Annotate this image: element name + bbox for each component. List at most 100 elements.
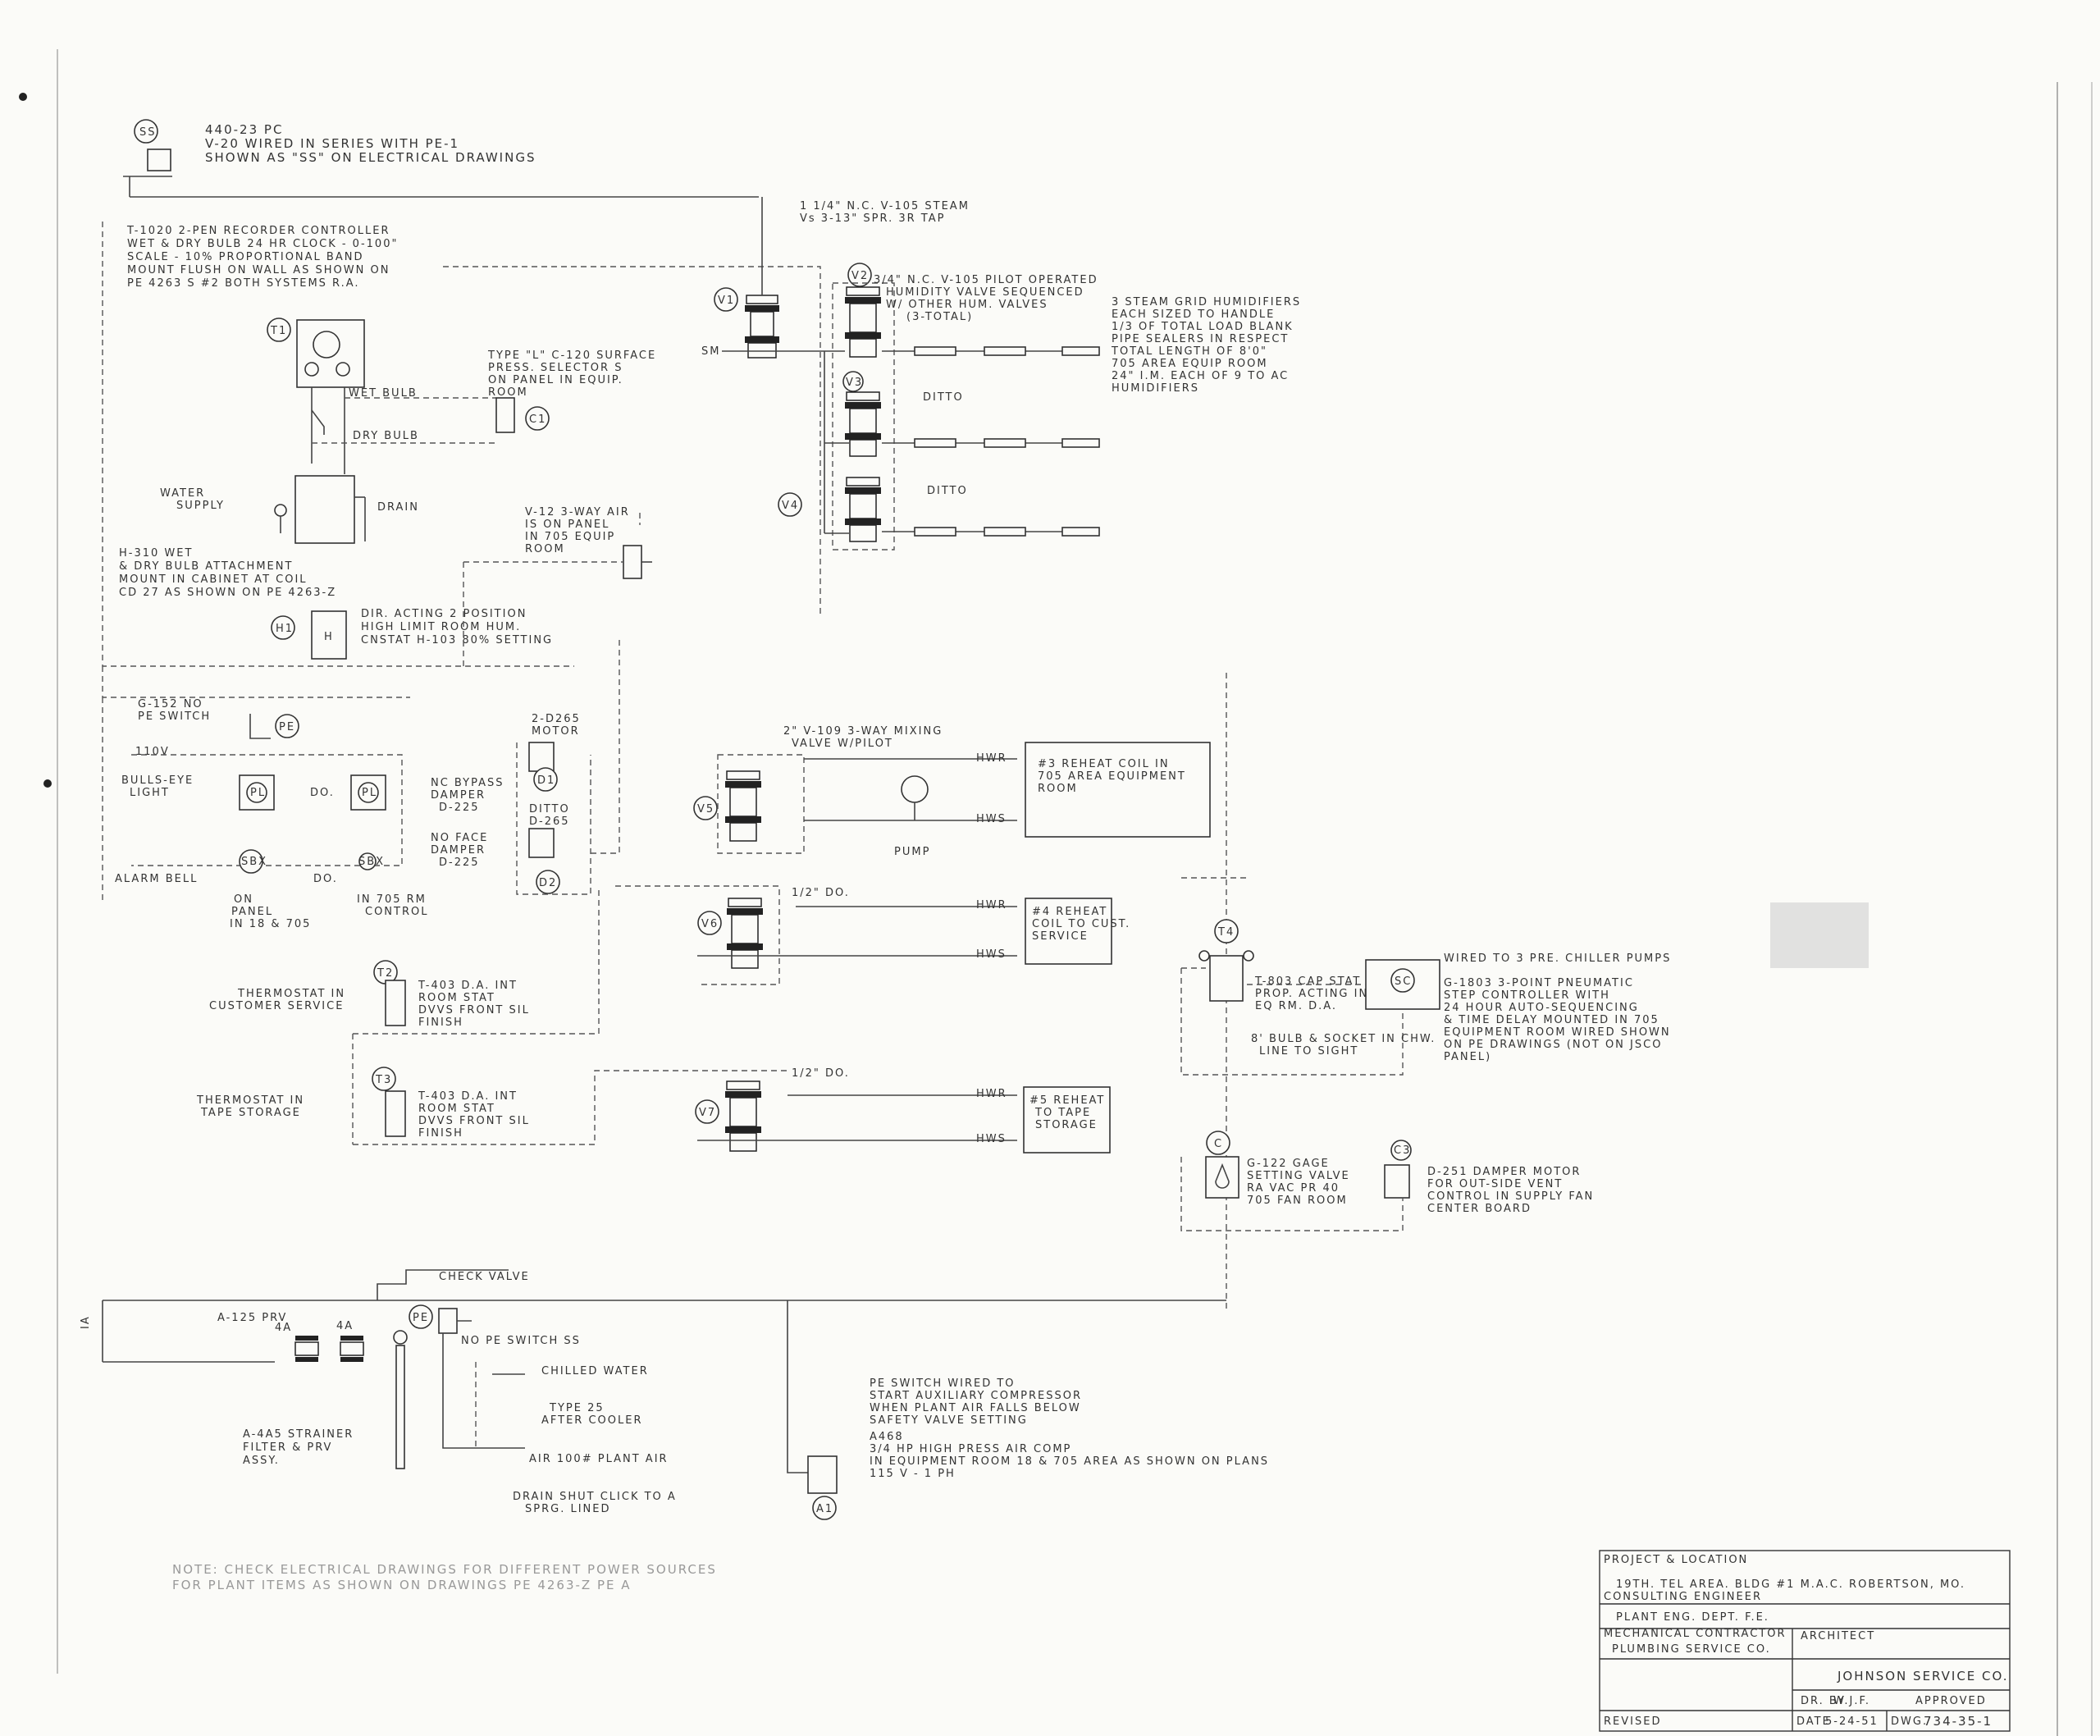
diagram-label: MOUNT IN CABINET AT COIL	[119, 573, 308, 586]
smudge	[1770, 902, 1869, 968]
diagram-label: HIGH LIMIT ROOM HUM.	[361, 621, 521, 633]
diagram-label: CONTROL	[365, 906, 428, 918]
diagram-label: TOTAL LENGTH OF 8'0"	[1111, 345, 1267, 358]
hole-punch	[19, 93, 27, 101]
diagram-label: C	[1214, 1138, 1223, 1150]
diagram-label: ROOM	[525, 543, 565, 555]
diagram-label: V3	[846, 377, 863, 389]
diagram-label: IA	[80, 1315, 92, 1329]
v3-humidity-valve: V3	[842, 371, 881, 457]
diagram-label: A-4A5 STRAINER	[243, 1428, 354, 1441]
diagram-label: DRY BULB	[353, 430, 419, 442]
diagram-label: EQ RM. D.A.	[1255, 1000, 1337, 1012]
diagram-label: & TIME DELAY MOUNTED IN 705	[1444, 1014, 1659, 1026]
diagram-label: ROOM STAT	[418, 1103, 495, 1115]
diagram-label: 1 1/4" N.C. V-105 STEAM	[800, 200, 970, 212]
diagram-label: A1	[816, 1503, 833, 1515]
diagram-label: ROOM STAT	[418, 992, 495, 1004]
diagram-label: HWR	[976, 752, 1007, 765]
tb-engineer-label: CONSULTING ENGINEER	[1604, 1591, 1762, 1603]
diagram-label: PE 4263 S #2 BOTH SYSTEMS R.A.	[127, 277, 360, 290]
reheat-coil-4	[1025, 898, 1112, 965]
diagram-label: FILTER & PRV	[243, 1441, 332, 1454]
diagram-label: RA VAC PR 40	[1247, 1182, 1340, 1195]
diagram-label: T3	[375, 1074, 392, 1086]
diagram-label: PUMP	[894, 846, 930, 858]
diagram-label: D-251 DAMPER MOTOR	[1427, 1166, 1581, 1178]
diagram-label: T2	[377, 967, 394, 980]
diagram-label: PE SWITCH	[138, 710, 211, 723]
diagram-label: COIL TO CUST.	[1032, 918, 1130, 930]
diagram-label: HWS	[976, 1133, 1007, 1145]
diagram-label: PE SWITCH WIRED TO	[870, 1377, 1016, 1390]
diagram-label: PROP. ACTING IN	[1255, 988, 1368, 1000]
diagram-label: 4A	[275, 1322, 292, 1334]
diagram-label: 1/2" DO.	[792, 887, 850, 899]
t1-recorder-controller: T1	[267, 318, 365, 474]
diagram-label: IS ON PANEL	[525, 519, 609, 531]
diagram-line	[443, 266, 821, 615]
tb-company: JOHNSON SERVICE CO.	[1837, 1669, 2009, 1683]
diagram-label: WATER	[160, 487, 205, 500]
tb-revised-label: REVISED	[1604, 1715, 1661, 1728]
diagram-label: EACH SIZED TO HANDLE	[1112, 308, 1275, 321]
diagram-label: T-403 D.A. INT	[418, 1090, 518, 1103]
pe2-switch: PE	[409, 1304, 472, 1334]
diagram-label: & DRY BULB ATTACHMENT	[119, 560, 293, 573]
diagram-label: WET BULB	[349, 387, 418, 400]
tb-drawn-label: DR. BY	[1801, 1695, 1846, 1707]
tb-approved-label: APPROVED	[1915, 1695, 1987, 1707]
diagram-label: DRAIN SHUT CLICK TO A	[513, 1491, 677, 1503]
diagram-label: IN EQUIPMENT ROOM 18 & 705 AREA AS SHOWN…	[870, 1455, 1269, 1468]
t2-thermostat: T2	[373, 960, 406, 1026]
tb-project-label: PROJECT & LOCATION	[1604, 1554, 1748, 1566]
diagram-label: D-225	[439, 802, 480, 814]
diagram-label: THERMOSTAT IN	[237, 988, 345, 1000]
diagram-label: NC BYPASS	[431, 777, 504, 789]
diagram-label: T-1020 2-PEN RECORDER CONTROLLER	[126, 225, 390, 237]
t4-capillary-stat: T4	[1198, 919, 1254, 1002]
diagram-label: Vs 3-13" SPR. 3R TAP	[800, 212, 945, 225]
diagram-label: HUMIDIFIERS	[1112, 382, 1199, 395]
diagram-label: FOR PLANT ITEMS AS SHOWN ON DRAWINGS PE …	[172, 1578, 632, 1592]
diagram-label: 8' BULB & SOCKET IN CHW.	[1251, 1033, 1436, 1045]
diagram-label: SBX	[241, 856, 267, 868]
v1-steam-valve: V1	[714, 197, 779, 359]
diagram-label: PANEL	[231, 906, 273, 918]
diagram-label: PRESS. SELECTOR S	[488, 362, 623, 374]
d1-damper-motor: D1	[528, 742, 558, 792]
diagram-label: V-20 WIRED IN SERIES WITH PE-1	[205, 136, 459, 151]
diagram-line	[463, 561, 623, 666]
c1-pressure-selector: C1	[495, 397, 550, 433]
diagram-label: G-152 NO	[138, 698, 203, 710]
diagram-label: ON PE DRAWINGS (NOT ON JSCO	[1444, 1039, 1662, 1051]
tb-project: 19TH. TEL AREA. BLDG #1 M.A.C. ROBERTSON…	[1616, 1578, 1965, 1591]
v5-mixing-valve: V5	[693, 770, 761, 842]
diagram-label: AFTER COOLER	[541, 1414, 643, 1427]
tb-architect-label: ARCHITECT	[1801, 1630, 1875, 1642]
diagram-label: VALVE W/PILOT	[792, 738, 893, 750]
diagram-label: W/ OTHER HUM. VALVES	[886, 299, 1048, 311]
diagram-label: ASSY.	[243, 1455, 280, 1467]
diagram-label: CONTROL IN SUPPLY FAN	[1427, 1190, 1594, 1203]
diagram-label: T4	[1217, 926, 1235, 939]
diagram-label: TO TAPE	[1034, 1107, 1091, 1119]
diagram-label: IN 705 RM	[357, 893, 427, 906]
tb-dwg-label: DWG.	[1891, 1715, 1928, 1728]
diagram-label: DAMPER	[431, 789, 486, 802]
diagram-line	[787, 1300, 824, 1473]
diagram-label: SAFETY VALVE SETTING	[870, 1414, 1028, 1427]
diagram-line	[102, 666, 410, 698]
diagram-label: ROOM	[1038, 783, 1078, 795]
diagram-label: IN 705 EQUIP	[525, 531, 615, 543]
diagram-label: SUPPLY	[176, 500, 225, 512]
diagram-label: V6	[701, 918, 719, 930]
pl-light-2: PL	[350, 774, 386, 811]
diagram-label: H-310 WET	[119, 547, 193, 560]
prv-assembly	[294, 1336, 364, 1362]
diagram-label: DRAIN	[377, 501, 419, 514]
diagram-label: PL	[362, 787, 377, 799]
diagram-label: SCALE - 10% PROPORTIONAL BAND	[127, 251, 363, 263]
diagram-label: 1/2" DO.	[792, 1067, 850, 1080]
diagram-label: ON PANEL IN EQUIP.	[488, 374, 623, 386]
